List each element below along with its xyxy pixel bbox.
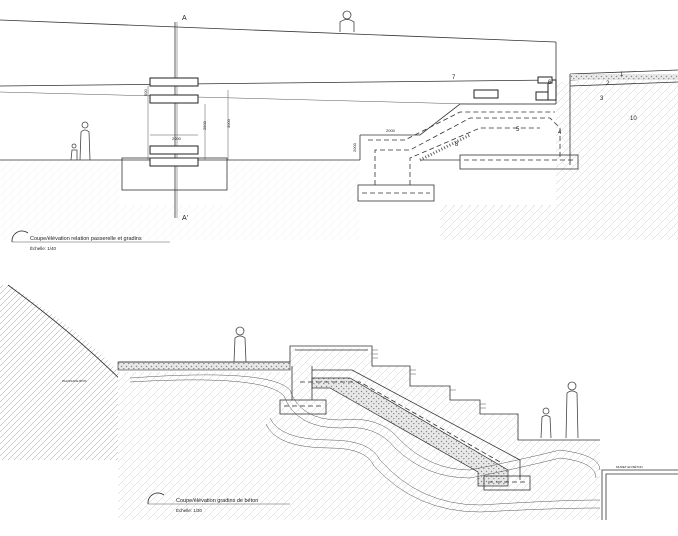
section-2-scale: Échelle: 1/30	[176, 507, 203, 513]
dimension-label: 3000	[226, 118, 231, 128]
callout-number: 4	[558, 130, 562, 136]
corner-label: MURET EN BÉTON	[616, 464, 643, 469]
person-silhouette	[233, 326, 579, 439]
section-2-caption: Coupe/élévation gradins de béton	[176, 498, 258, 504]
callout-number: 2	[606, 81, 610, 87]
section-2-drawing	[0, 284, 678, 520]
callout-number: 3	[600, 96, 604, 102]
wall-label: PALISSADE BOIS	[62, 379, 86, 383]
callout-number: 10	[630, 116, 637, 122]
callout-number: 1	[620, 72, 624, 78]
dimension-label: 500	[143, 89, 148, 96]
dimension-label: 2000	[386, 128, 396, 133]
section-2-annotations: PALISSADE BOIS MURET EN BÉTON Coupe/élév…	[62, 379, 643, 513]
section-1-annotations: A A' 2000 2500 3000 2000 2000 500 1 2 3 …	[11, 15, 637, 251]
dimension-label: 2500	[202, 120, 207, 130]
callout-number: 8	[455, 142, 459, 148]
cut-mark-a-prime: A'	[182, 215, 188, 222]
dimension-label: 2000	[352, 142, 357, 152]
person-silhouette	[70, 10, 355, 161]
cut-mark-a: A	[182, 15, 187, 22]
dimension-label: 2000	[172, 136, 182, 141]
callout-number: 5	[516, 127, 520, 133]
section-1-drawing	[0, 10, 678, 240]
callout-number: 6	[548, 80, 552, 86]
section-1-scale: Échelle: 1/40	[30, 245, 57, 251]
section-1-caption: Coupe/élévation relation passerelle et g…	[30, 236, 142, 242]
callout-number: 7	[452, 75, 456, 81]
